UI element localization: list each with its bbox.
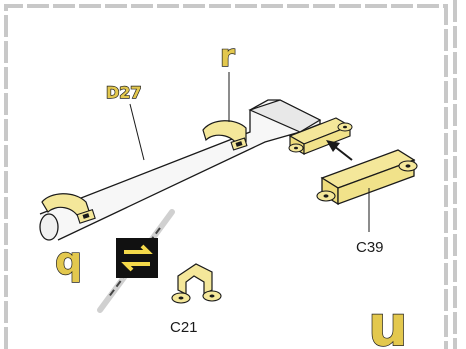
- cable-tube: [39, 99, 322, 241]
- label-r: r: [220, 39, 235, 74]
- arrow-up-left-icon: [326, 140, 353, 161]
- label-c21: C21: [170, 319, 198, 336]
- bracket-c21: [171, 263, 222, 304]
- leader-lines: [129, 72, 370, 232]
- swap-arrows-icon: [116, 238, 158, 278]
- label-d27: D27: [106, 83, 142, 102]
- clip-r: [202, 120, 248, 151]
- clip-q: [41, 193, 96, 224]
- connector-mounted: [288, 117, 353, 156]
- label-c39: C39: [356, 239, 384, 256]
- label-q: q: [55, 239, 82, 283]
- panel-border: [4, 0, 457, 349]
- panel-letter: u: [368, 294, 408, 349]
- connector-c39: [316, 149, 418, 206]
